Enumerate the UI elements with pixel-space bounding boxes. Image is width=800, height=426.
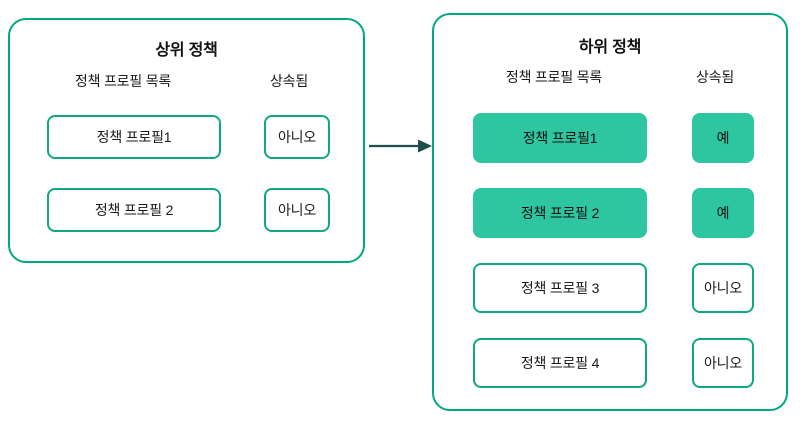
child-inherited-badge: 예 bbox=[692, 188, 754, 238]
child-profile-box[interactable]: 정책 프로필1 bbox=[473, 113, 647, 163]
parent-inherited-badge: 아니오 bbox=[264, 188, 330, 232]
child-inherited-badge: 아니오 bbox=[692, 338, 754, 388]
parent-column-header-inherited: 상속됨 bbox=[269, 73, 309, 89]
child-profile-box[interactable]: 정책 프로필 3 bbox=[473, 263, 647, 313]
parent-column-header-profiles: 정책 프로필 목록 bbox=[74, 73, 172, 89]
child-policy-panel: 하위 정책 정책 프로필 목록 상속됨 정책 프로필1 예 정책 프로필 2 예… bbox=[432, 13, 788, 411]
child-inherited-badge: 아니오 bbox=[692, 263, 754, 313]
inheritance-arrow-icon bbox=[368, 132, 434, 160]
child-inherited-badge: 예 bbox=[692, 113, 754, 163]
child-policy-title: 하위 정책 bbox=[578, 39, 642, 56]
parent-inherited-badge: 아니오 bbox=[264, 115, 330, 159]
parent-profile-box[interactable]: 정책 프로필 2 bbox=[47, 188, 221, 232]
child-profile-box[interactable]: 정책 프로필 4 bbox=[473, 338, 647, 388]
child-column-header-inherited: 상속됨 bbox=[695, 69, 735, 85]
child-column-header-profiles: 정책 프로필 목록 bbox=[505, 69, 603, 85]
child-profile-box[interactable]: 정책 프로필 2 bbox=[473, 188, 647, 238]
parent-profile-box[interactable]: 정책 프로필1 bbox=[47, 115, 221, 159]
parent-policy-panel: 상위 정책 정책 프로필 목록 상속됨 정책 프로필1 아니오 정책 프로필 2… bbox=[8, 18, 365, 263]
parent-policy-title: 상위 정책 bbox=[155, 42, 218, 59]
